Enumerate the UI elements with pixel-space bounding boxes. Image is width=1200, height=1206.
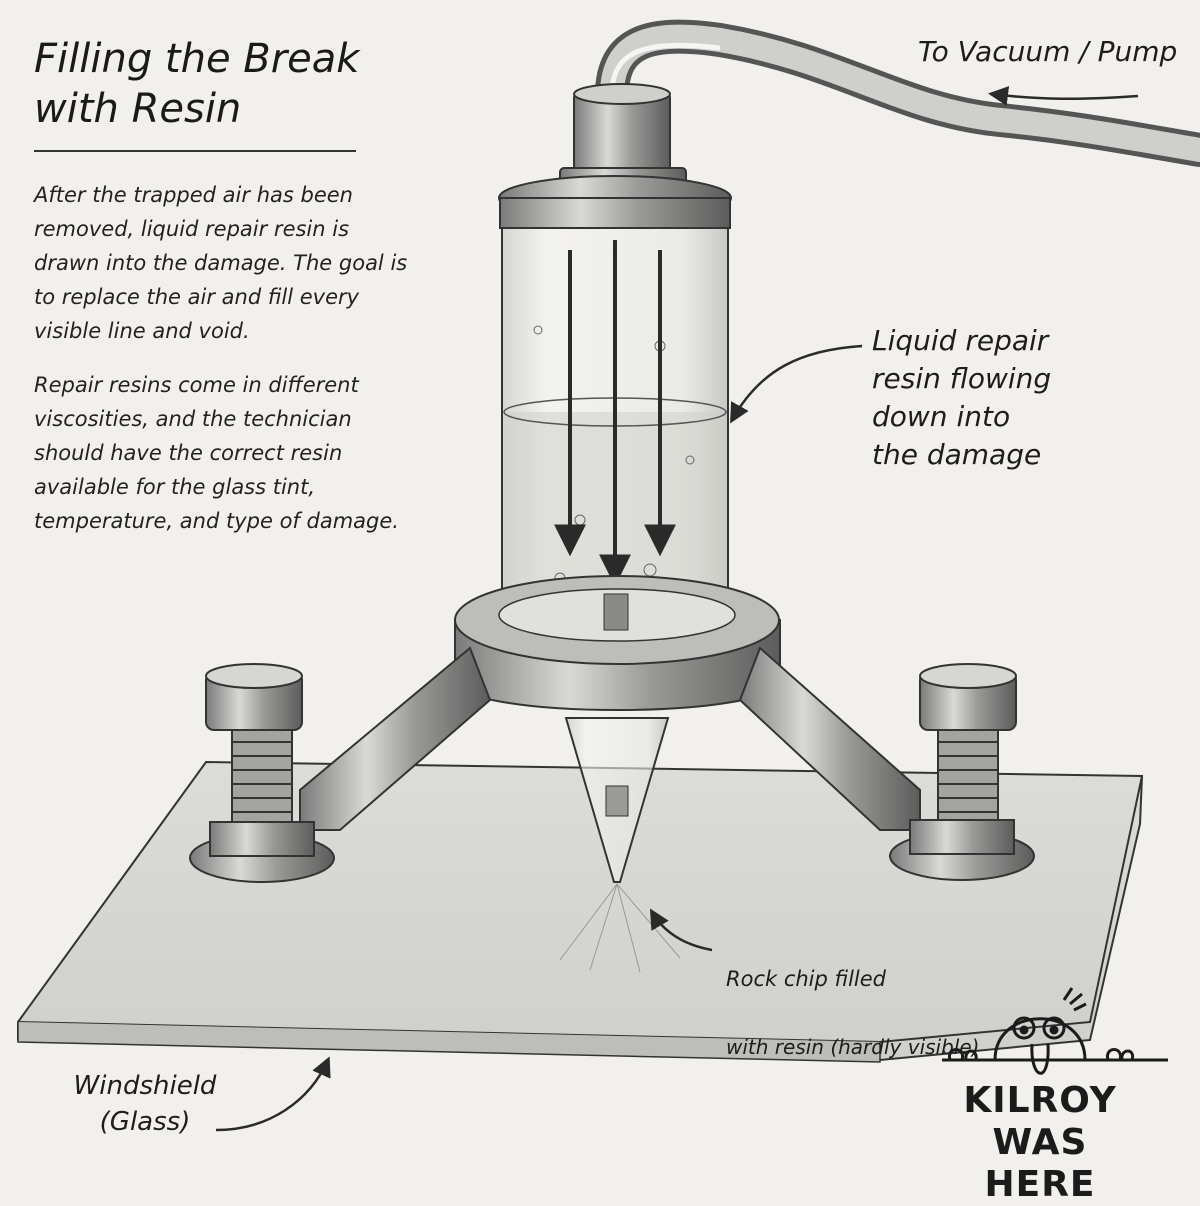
right-adjusting-screw <box>889 663 1035 881</box>
kilroy-doodle <box>942 987 1168 1075</box>
rock-chip-label-line2: with resin (hardly visible) <box>726 1035 980 1059</box>
rock-chip-label: Rock chip filled with resin (hardly visi… <box>726 928 1006 1098</box>
vacuum-pump-label: To Vacuum / Pump <box>918 35 1178 68</box>
bridge-legs <box>299 646 921 831</box>
left-adjusting-screw <box>189 663 335 883</box>
injector-nozzle <box>559 717 681 973</box>
page-title: Filling the Break with Resin <box>34 36 360 132</box>
vacuum-hose <box>594 19 1200 167</box>
callout-arrows <box>215 86 1139 1132</box>
resin-viscosity-paragraph: Repair resins come in different viscosit… <box>34 373 399 533</box>
base-ring <box>454 575 781 711</box>
windshield-label: Windshield (Glass) <box>73 1071 217 1137</box>
kilroy-text: KILROY WAS HERE <box>963 1080 1117 1205</box>
intro-paragraph: After the trapped air has been removed, … <box>34 183 408 343</box>
rock-chip-label-line1: Rock chip filled <box>726 967 887 991</box>
resin-flow-arrows <box>554 240 676 587</box>
resin-flow-label: Liquid repair resin flowing down into th… <box>872 324 1052 471</box>
title-underline <box>34 150 356 152</box>
